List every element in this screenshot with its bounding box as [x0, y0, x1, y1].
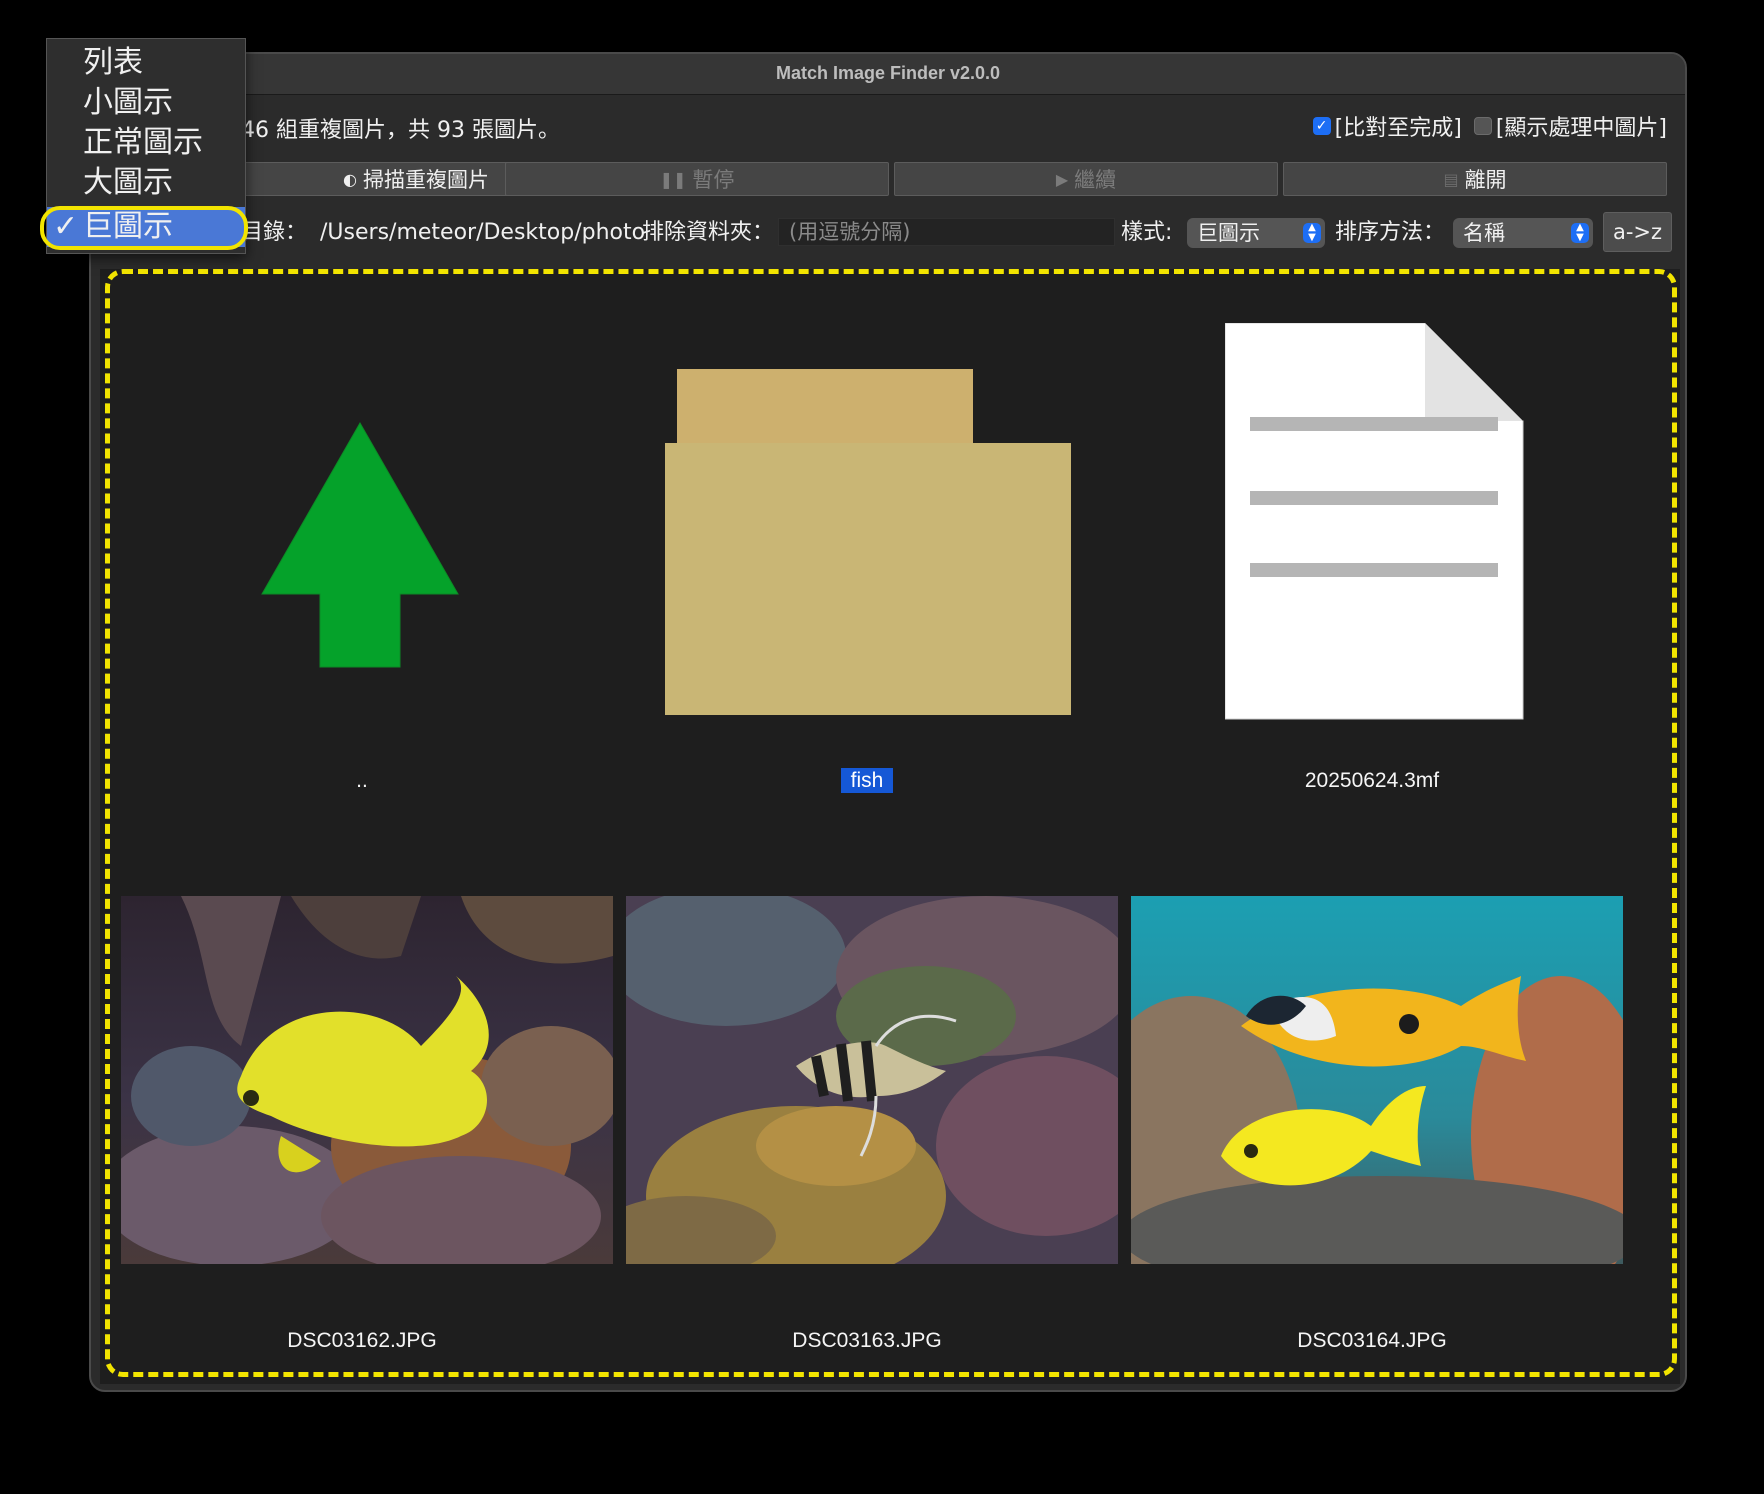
exclude-folders-input[interactable]: (用逗號分隔) [778, 218, 1115, 246]
file-grid: .. fish [100, 269, 1680, 1384]
file-name: DSC03163.JPG [792, 1329, 942, 1352]
checkbox-unchecked-icon[interactable] [1473, 117, 1492, 135]
directory-path: /Users/meteor/Desktop/photo [320, 220, 646, 245]
menu-item-huge-icons-label: 巨圖示 [83, 209, 173, 244]
options-group: ✓ [比對至完成] [顯示處理中圖片] [1312, 110, 1667, 142]
image-thumbnail [626, 896, 1118, 1264]
compare-to-end-label: [比對至完成] [1334, 116, 1462, 141]
menu-item-small-icons[interactable]: 小圖示 [83, 85, 173, 120]
file-name: .. [356, 769, 368, 792]
status-text: 46 組重複圖片，共 93 張圖片。 [241, 118, 560, 143]
menu-item-large-icons[interactable]: 大圖示 [83, 165, 173, 200]
style-label: 樣式: [1121, 220, 1173, 245]
selected-file-name: fish [840, 768, 894, 793]
show-processing-label: [顯示處理中圖片] [1495, 116, 1667, 141]
title-bar[interactable]: Match Image Finder v2.0.0 [91, 54, 1685, 95]
file-item-parent[interactable]: .. [115, 269, 609, 829]
file-name: 20250624.3mf [1304, 769, 1440, 792]
pause-label: 暫停 [692, 168, 735, 192]
play-icon: ▶ [1055, 169, 1069, 189]
exit-icon: ▤ [1443, 169, 1459, 189]
file-item-folder[interactable]: fish [620, 269, 1114, 829]
quit-button[interactable]: ▤ 離開 [1283, 162, 1667, 196]
resume-label: 繼續 [1074, 168, 1117, 192]
file-name: DSC03164.JPG [1297, 1329, 1447, 1352]
checkmark-icon: ✓ [53, 209, 79, 244]
directory-label: 目錄： [241, 220, 308, 245]
compare-to-end-option[interactable]: ✓ [比對至完成] [1312, 110, 1462, 142]
scan-label: 掃描重複圖片 [362, 168, 489, 192]
image-thumbnail [121, 896, 613, 1264]
folder-icon [665, 369, 1071, 715]
file-item-image[interactable]: DSC03163.JPG [620, 896, 1118, 1356]
image-thumbnail [1131, 896, 1623, 1264]
exclude-label: 排除資料夾： [642, 220, 775, 245]
checkbox-checked-icon[interactable]: ✓ [1312, 117, 1331, 135]
menu-item-list[interactable]: 列表 [83, 45, 143, 80]
file-item-image[interactable]: DSC03162.JPG [115, 896, 613, 1356]
file-item-document[interactable]: 20250624.3mf [1125, 269, 1619, 829]
up-arrow-icon [261, 421, 459, 668]
window-title: Match Image Finder v2.0.0 [775, 63, 1001, 83]
app-window: Match Image Finder v2.0.0 46 組重複圖片，共 93 … [89, 52, 1687, 1392]
sort-order-button[interactable]: a->z [1603, 212, 1672, 252]
file-name: DSC03162.JPG [287, 1329, 437, 1352]
sort-label: 排序方法： [1335, 220, 1446, 245]
style-select-value: 巨圖示 [1197, 221, 1260, 245]
file-name: fish [620, 768, 1114, 793]
menu-item-normal-icons[interactable]: 正常圖示 [83, 125, 203, 160]
quit-label: 離開 [1464, 168, 1507, 192]
pause-icon: ❚❚ [659, 169, 687, 189]
directory-row: 目錄： /Users/meteor/Desktop/photo [241, 214, 645, 246]
view-style-menu: 列表 小圖示 正常圖示 大圖示 ✓ 巨圖示 [46, 38, 246, 254]
scan-icon: ◐ [343, 169, 357, 189]
show-processing-option[interactable]: [顯示處理中圖片] [1473, 110, 1667, 142]
sort-select-value: 名稱 [1463, 221, 1505, 245]
file-item-image[interactable]: DSC03164.JPG [1125, 896, 1623, 1356]
document-icon [1225, 323, 1524, 720]
pause-button[interactable]: ❚❚ 暫停 [505, 162, 889, 196]
resume-button[interactable]: ▶ 繼續 [894, 162, 1278, 196]
style-select[interactable]: 巨圖示 ▲▼ [1187, 218, 1325, 248]
menu-item-huge-icons[interactable]: ✓ 巨圖示 [47, 207, 245, 247]
sort-select[interactable]: 名稱 ▲▼ [1453, 218, 1593, 248]
chevron-updown-icon: ▲▼ [1571, 223, 1589, 243]
chevron-updown-icon: ▲▼ [1303, 223, 1321, 243]
